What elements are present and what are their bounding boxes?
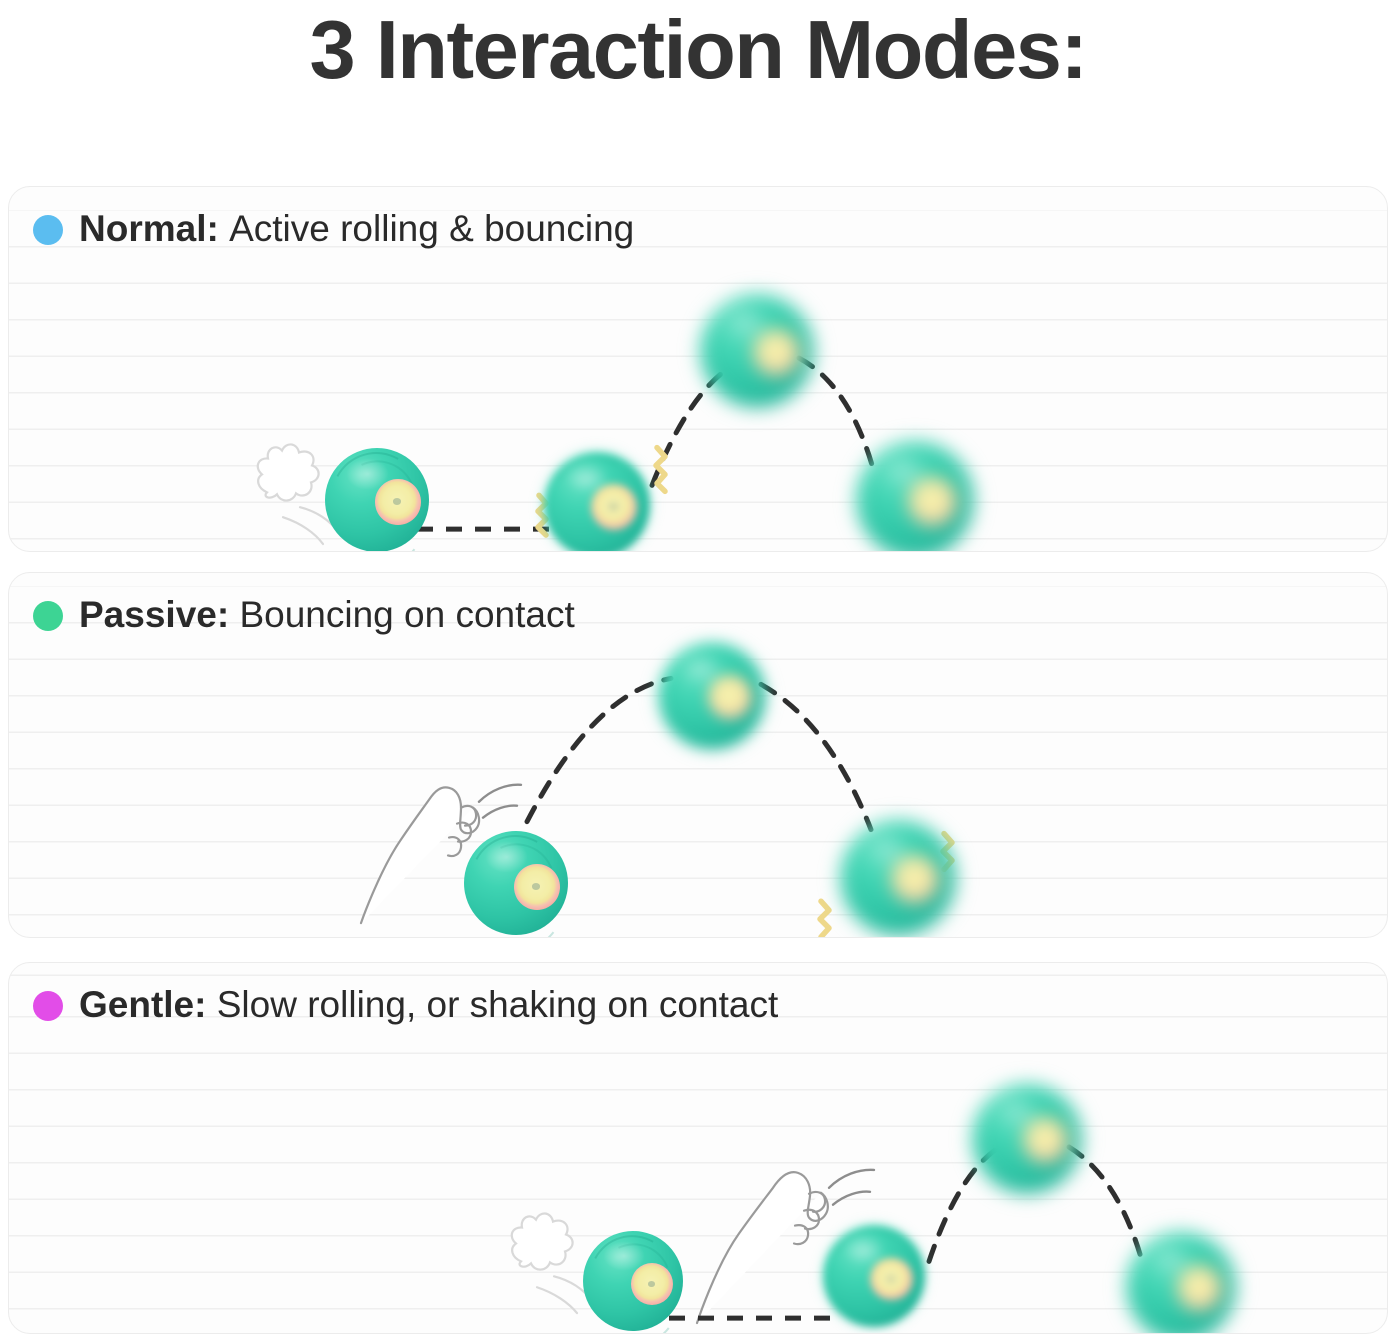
mode-header-passive: Passive: Bouncing on contact [33,593,575,637]
ball-normal-1 [319,441,435,551]
ball-eye [590,483,638,531]
ball-pupil [532,883,541,890]
trajectory-arc-down [758,681,874,833]
ball-eye [908,476,957,526]
ball-gloss [565,462,610,495]
ball-normal-3 [690,284,824,418]
ball-pupil [393,498,402,505]
vibration-squiggle-icon [653,444,668,495]
ball-gloss [723,306,771,340]
page-title: 3 Interaction Modes: [309,3,1088,96]
ball-normal-2 [534,442,660,551]
mode-header-normal: Normal: Active rolling & bouncing [33,207,634,251]
mode-header-text-gentle: Gentle: Slow rolling, or shaking on cont… [79,983,778,1027]
ball-eye [752,328,800,376]
ball-eye [1022,1117,1069,1163]
ball-gloss [1148,1243,1194,1277]
mode-header-text-normal: Normal: Active rolling & bouncing [79,207,634,251]
motion-swoosh-icon [477,783,523,819]
mode-header-gentle: Gentle: Slow rolling, or shaking on cont… [33,983,778,1027]
ball-gloss [880,453,929,489]
ball-gloss [994,1095,1040,1129]
ball-eye [513,864,560,911]
mode-description-gentle: Slow rolling, or shaking on contact [216,984,779,1025]
mode-header-text-passive: Passive: Bouncing on contact [79,593,575,637]
ball-eye [374,479,421,525]
ball-eye [631,1263,673,1305]
vibration-squiggle-icon [817,898,832,937]
ball-gloss [680,653,725,686]
ball-passive-3 [830,810,966,937]
ball-passive-1 [458,824,574,937]
ball-gentle-1 [578,1224,688,1333]
mode-dot-normal [33,215,63,245]
ball-pupil [887,1275,895,1282]
mode-description-passive: Bouncing on contact [239,594,575,635]
ball-eye [707,674,753,720]
ball-gloss [863,832,912,867]
ball-eye [1176,1265,1223,1311]
ball-eye [869,1257,913,1301]
paw-print-icon [510,1212,594,1315]
mode-label-gentle: Gentle: [79,984,217,1025]
ball-gloss [484,841,529,873]
mode-description-normal: Active rolling & bouncing [229,208,635,249]
illustration-passive [9,573,1387,937]
ball-pupil [609,503,618,510]
ball-gloss [603,1241,645,1271]
cat-paw-icon [695,1171,829,1325]
ball-gentle-2 [813,1215,935,1333]
mode-dot-passive [33,601,63,631]
ball-eye [891,855,940,904]
mode-dot-gentle [33,991,63,1021]
ball-gentle-3 [963,1075,1091,1203]
mode-card-gentle: Gentle: Slow rolling, or shaking on cont… [8,962,1388,1334]
cat-paw-icon [359,786,481,925]
ball-gloss [345,458,390,490]
ball-passive-2 [649,633,775,759]
mode-card-normal: Normal: Active rolling & bouncing [8,186,1388,552]
trajectory-arc-up [524,675,674,825]
mode-card-passive: Passive: Bouncing on contact [8,572,1388,938]
motion-swoosh-icon [827,1168,876,1206]
trajectory-arc-down [1066,1144,1144,1260]
ball-pupil [647,1280,656,1287]
mode-label-normal: Normal: [79,208,230,249]
ball-gentle-4 [1117,1223,1245,1333]
mode-label-passive: Passive: [79,594,240,635]
ball-gloss [843,1235,887,1266]
ball-normal-4 [846,431,984,551]
